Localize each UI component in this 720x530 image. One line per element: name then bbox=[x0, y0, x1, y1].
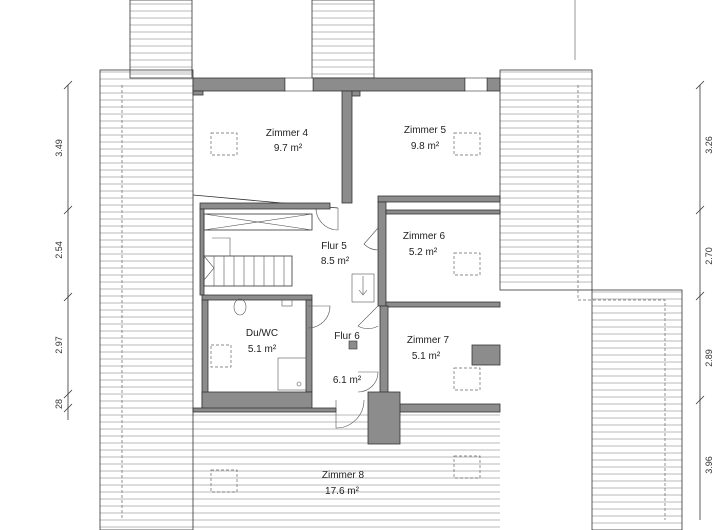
fixtures bbox=[233, 298, 358, 391]
room-name-zimmer5: Zimmer 5 bbox=[404, 125, 447, 136]
roof-outline bbox=[99, 0, 683, 530]
room-name-flur5: Flur 5 bbox=[321, 241, 347, 252]
room-area-duwc: 5.1 m² bbox=[248, 344, 277, 355]
dim-left-2: 2.54 bbox=[54, 241, 64, 259]
room-name-zimmer8: Zimmer 8 bbox=[322, 470, 365, 481]
dim-left-3: 2.97 bbox=[54, 336, 64, 354]
room-name-duwc: Du/WC bbox=[246, 328, 278, 339]
room-name-zimmer4: Zimmer 4 bbox=[266, 128, 309, 139]
room-name-zimmer6: Zimmer 6 bbox=[403, 231, 446, 242]
dimension-line-right bbox=[695, 80, 705, 520]
dimension-line-left bbox=[63, 80, 73, 420]
doors bbox=[307, 207, 379, 429]
dim-right-3: 2.89 bbox=[704, 349, 714, 367]
dimension-labels: 3.49 2.54 2.97 28 3.26 2.70 2.89 3.96 bbox=[54, 136, 714, 474]
dim-right-1: 3.26 bbox=[704, 136, 714, 154]
skylights bbox=[210, 132, 481, 493]
roof-hatching bbox=[100, 3, 682, 528]
room-labels: Zimmer 4 9.7 m² Zimmer 5 9.8 m² Flur 5 8… bbox=[246, 125, 450, 497]
room-area-zimmer6: 5.2 m² bbox=[409, 247, 438, 258]
dim-right-2: 2.70 bbox=[704, 247, 714, 265]
dim-right-4: 3.96 bbox=[704, 456, 714, 474]
room-area-zimmer8: 17.6 m² bbox=[325, 486, 360, 497]
room-name-flur6: Flur 6 bbox=[334, 331, 360, 342]
room-name-zimmer7: Zimmer 7 bbox=[407, 335, 450, 346]
room-area-zimmer5: 9.8 m² bbox=[411, 141, 440, 152]
room-area-flur5: 8.5 m² bbox=[321, 256, 350, 267]
room-area-zimmer4: 9.7 m² bbox=[274, 143, 303, 154]
staircase bbox=[203, 213, 313, 287]
walls bbox=[192, 77, 501, 445]
room-area-zimmer7: 5.1 m² bbox=[412, 351, 441, 362]
dim-left-4: 28 bbox=[54, 399, 64, 409]
room-area-flur6: 6.1 m² bbox=[333, 375, 362, 386]
dim-left-1: 3.49 bbox=[54, 139, 64, 157]
